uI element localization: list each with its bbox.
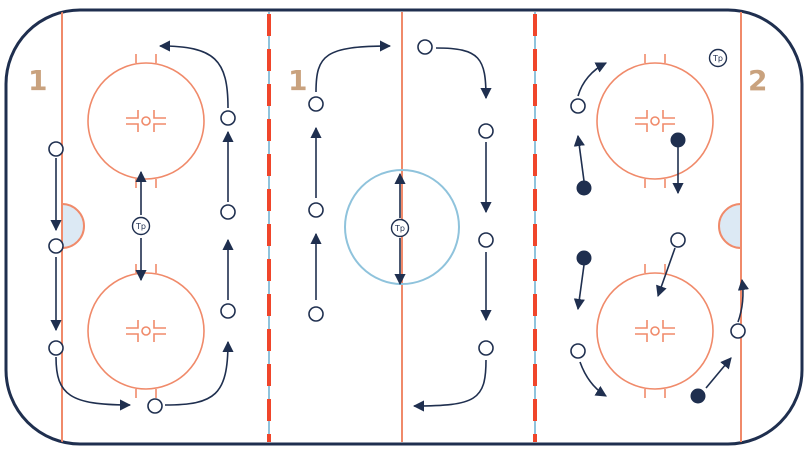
player-left-4: [147, 398, 163, 414]
faceoff-circle-top-right: [596, 54, 714, 188]
svg-text:Tp: Tp: [135, 222, 146, 231]
arrow-right-top-curve: [577, 62, 608, 97]
arrow-right-puck-top-up: [573, 134, 585, 182]
player-neutral-6: [478, 232, 494, 248]
player-left-3: [48, 340, 64, 356]
arrow-right-bottom-curve: [579, 361, 607, 397]
tp-marker-center: Tp: [390, 218, 410, 238]
player-neutral-5: [478, 123, 494, 139]
arrow-left-curve-top: [158, 40, 229, 109]
player-right-1: [570, 98, 586, 114]
zone-label-left-goal: 1: [28, 64, 47, 97]
arrow-left-curve-bottom: [55, 356, 132, 411]
player-left-1: [48, 141, 64, 157]
player-neutral-7: [478, 340, 494, 356]
svg-text:Tp: Tp: [712, 54, 723, 63]
player-neutral-2: [308, 202, 324, 218]
zone-label-left-blue: 1: [288, 64, 307, 97]
player-left-7: [220, 110, 236, 126]
arrow-left-curve-bottom-up: [164, 340, 234, 406]
tp-marker-left: Tp: [131, 216, 151, 236]
faceoff-circle-bottom-right: [596, 264, 714, 398]
puck-right-2: [670, 132, 686, 148]
player-neutral-4: [417, 39, 433, 55]
svg-text:Tp: Tp: [394, 224, 405, 233]
arrow-neutral-top-curve: [315, 40, 392, 93]
arrow-neutral-right-curve-top: [435, 47, 492, 100]
arrow-neutral-bottom-curve: [412, 359, 487, 412]
tp-marker-right: Tp: [708, 48, 728, 68]
player-right-2: [670, 232, 686, 248]
puck-right-4: [690, 388, 706, 404]
arrow-right-diagonal-up: [705, 357, 732, 389]
player-right-4: [730, 323, 746, 339]
player-left-5: [220, 303, 236, 319]
player-left-2: [48, 238, 64, 254]
arrow-right-puck-bottom-down: [573, 264, 585, 311]
arrow-right-up-near-boards: [737, 278, 749, 323]
player-neutral-1: [308, 96, 324, 112]
player-right-3: [570, 343, 586, 359]
player-neutral-3: [308, 306, 324, 322]
right-goal-crease: [718, 202, 742, 250]
left-goal-crease: [61, 202, 85, 250]
puck-right-3: [576, 250, 592, 266]
puck-right-1: [576, 180, 592, 196]
arrow-right-diagonal-down: [656, 247, 676, 298]
zone-label-right-goal: 2: [748, 64, 767, 97]
player-left-6: [220, 204, 236, 220]
